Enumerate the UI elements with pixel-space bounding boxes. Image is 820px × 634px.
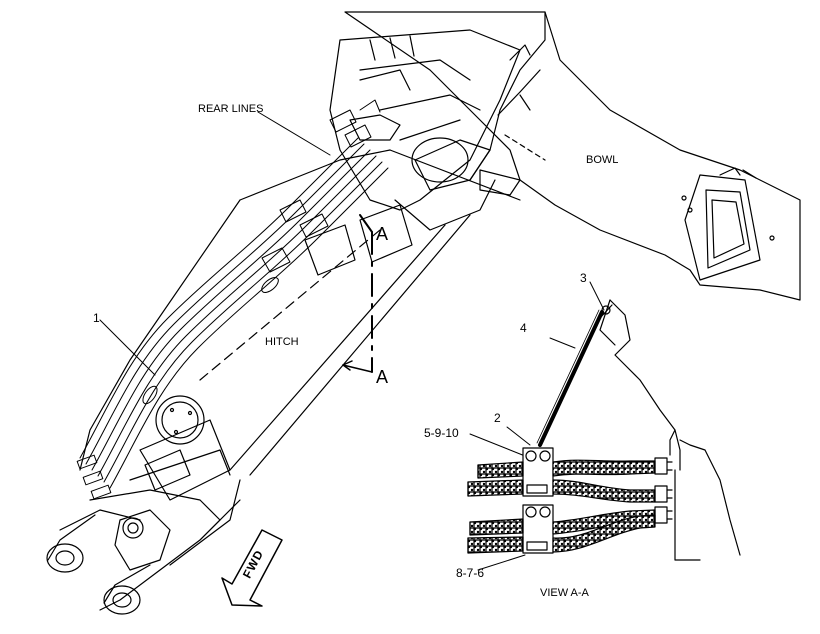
callout-5-9-10: 5-9-10 (424, 426, 459, 440)
hitch-boom (46, 149, 521, 615)
hitch-upper-structure (329, 29, 521, 231)
section-a-top-label: A (376, 224, 389, 244)
bowl-outline (344, 11, 801, 301)
hitch-label: HITCH (265, 336, 299, 348)
callout-1: 1 (93, 311, 100, 325)
section-line-a-a (342, 214, 373, 373)
fwd-arrow-outline (221, 529, 283, 607)
callout-2: 2 (494, 411, 501, 425)
view-a-a-detail (467, 299, 741, 561)
callout-4: 4 (520, 321, 527, 335)
callout-8-7-6: 8-7-6 (456, 566, 485, 580)
bowl-label: BOWL (586, 154, 619, 166)
callout-3: 3 (580, 271, 587, 285)
leader-lines (99, 111, 605, 571)
hose-bundle (76, 99, 389, 500)
rear-lines-label: REAR LINES (198, 103, 264, 115)
section-a-bottom-label: A (376, 367, 389, 387)
view-a-a-caption: VIEW A-A (540, 587, 589, 599)
